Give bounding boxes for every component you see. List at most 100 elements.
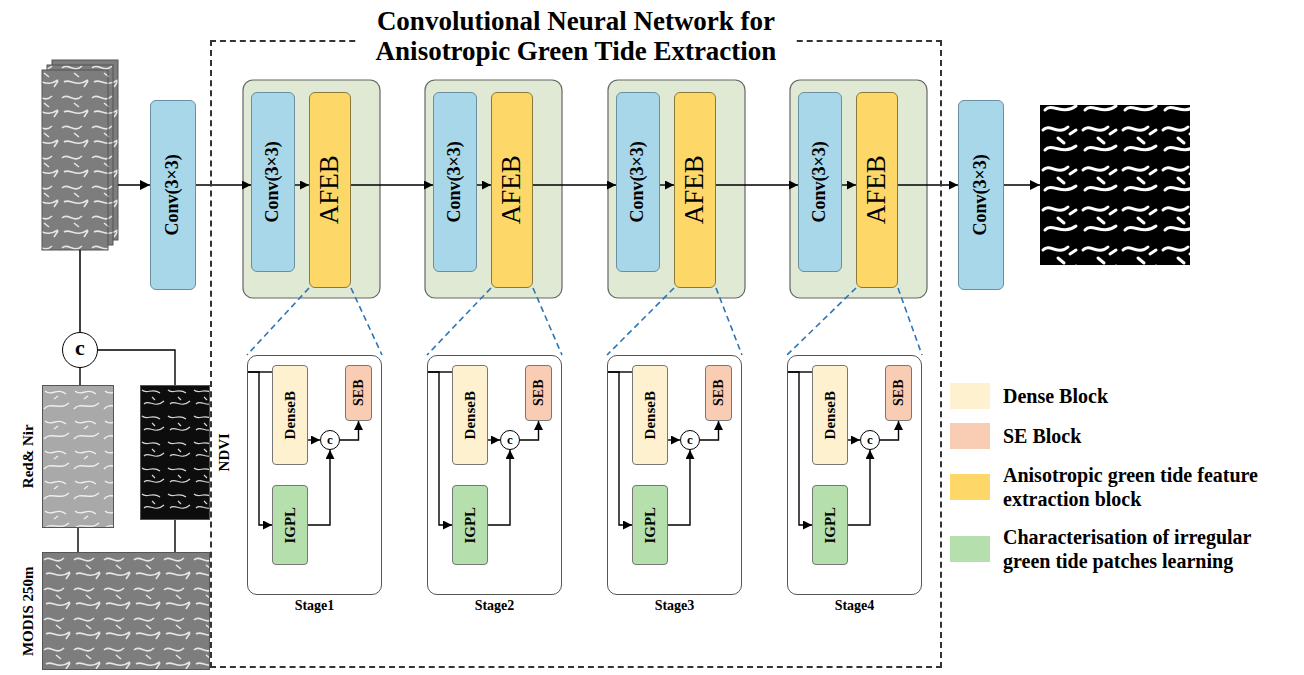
stage-block (425, 80, 562, 298)
concat-symbol: c (680, 430, 700, 450)
image-label: Red& Nir (20, 425, 37, 489)
flow-connector (607, 372, 632, 525)
output-image (1040, 105, 1190, 265)
conv-block: Conv(3×3) (958, 100, 1004, 290)
block-label: AFEB (315, 155, 345, 224)
concat-label: c (75, 337, 85, 359)
concat-label: c (327, 433, 333, 446)
legend-row: Dense Block (950, 383, 1259, 409)
flow-connector (520, 421, 539, 440)
flow-connector (842, 184, 856, 185)
stage-block (243, 80, 380, 298)
block-label: DenseB (642, 391, 659, 439)
concat-line (79, 250, 81, 332)
satellite-image (141, 386, 210, 520)
image-label: MODIS 250m (20, 566, 37, 656)
flow-connector (340, 421, 359, 440)
flow-connector (668, 439, 680, 440)
dense-block: DenseB (632, 365, 668, 465)
flow-connector (77, 528, 78, 552)
flow-connector (477, 184, 491, 185)
block-label: Conv(3×3) (971, 154, 991, 235)
block-label: DenseB (822, 391, 839, 439)
block-label: SEB (711, 380, 726, 406)
network-region: Convolutional Neural Network for Anisotr… (210, 40, 942, 668)
input-image-stack (42, 70, 108, 250)
zoom-guide-line (247, 288, 382, 355)
afeb-block: AFEB (309, 92, 351, 288)
se-block: SEB (885, 365, 912, 421)
stage-detail-box: Stage2DenseBIGPLcSEB (427, 355, 562, 595)
dense-block: DenseB (812, 365, 848, 465)
input-image: NDVI (140, 385, 210, 520)
stage-detail-box: Stage4DenseBIGPLcSEB (787, 355, 922, 595)
block-label: Conv(3×3) (263, 141, 283, 222)
flow-connector (716, 184, 798, 185)
satellite-image (43, 553, 210, 670)
block-label: IGPL (462, 507, 479, 544)
legend-text: Characterisation of irregular green tide… (1003, 525, 1259, 573)
block-label: DenseB (282, 391, 299, 439)
legend-swatch (950, 474, 990, 500)
satellite-image (140, 385, 210, 520)
legend: Dense Block SE BlockAnisotropic green tid… (950, 383, 1259, 587)
block-label: SEB (891, 380, 906, 406)
satellite-image (42, 385, 114, 528)
stage-block (790, 80, 927, 298)
flow-connector (848, 450, 870, 525)
igpl-block: IGPL (272, 485, 308, 565)
flow-arrow (118, 184, 150, 186)
dense-block: DenseB (272, 365, 308, 465)
legend-text: Anisotropic green tide feature extractio… (1003, 463, 1259, 511)
flow-connector (787, 372, 812, 525)
block-label: SEB (351, 380, 366, 406)
stage-label: Stage4 (835, 598, 875, 614)
diagram-title: Convolutional Neural Network for Anisotr… (358, 6, 794, 66)
concat-symbol: c (500, 430, 520, 450)
afeb-block: AFEB (491, 92, 533, 288)
flow-connector (700, 421, 719, 440)
concat-symbol: c (62, 332, 98, 368)
se-block: SEB (705, 365, 732, 421)
concat-label: c (867, 433, 873, 446)
flow-connector (488, 439, 500, 440)
dense-block: DenseB (452, 365, 488, 465)
concat-label: c (507, 433, 513, 446)
flow-connector (308, 450, 330, 525)
input-image: Red& Nir (42, 385, 114, 528)
block-label: SEB (531, 380, 546, 406)
flow-connector (295, 184, 309, 185)
block-label: IGPL (822, 507, 839, 544)
block-label: AFEB (497, 155, 527, 224)
block-label: AFEB (862, 155, 892, 224)
flow-connector (898, 184, 958, 185)
concat-symbol: c (860, 430, 880, 450)
igpl-block: IGPL (452, 485, 488, 565)
flow-connector (79, 368, 80, 385)
se-block: SEB (525, 365, 552, 421)
flow-connector (660, 184, 674, 185)
concat-label: c (687, 433, 693, 446)
block-label: Conv(3×3) (163, 154, 183, 235)
flow-connector (668, 450, 690, 525)
conv-block: Conv(3×3) (433, 92, 477, 272)
stage-detail-box: Stage3DenseBIGPLcSEB (607, 355, 742, 595)
stage-block (608, 80, 745, 298)
block-label: Conv(3×3) (628, 141, 648, 222)
igpl-block: IGPL (812, 485, 848, 565)
legend-swatch (950, 423, 990, 449)
satellite-image (43, 386, 114, 528)
input-image: MODIS 250m (42, 552, 210, 670)
legend-text: Dense Block (1003, 384, 1259, 408)
legend-row: SE Block (950, 423, 1259, 449)
afeb-block: AFEB (674, 92, 716, 288)
zoom-guide-line (427, 288, 562, 355)
afeb-block: AFEB (856, 92, 898, 288)
flow-connector (247, 372, 272, 525)
stage-label: Stage3 (655, 598, 695, 614)
legend-text: SE Block (1003, 424, 1259, 448)
stage-label: Stage2 (475, 598, 515, 614)
conv-block: Conv(3×3) (251, 92, 295, 272)
se-block: SEB (345, 365, 372, 421)
